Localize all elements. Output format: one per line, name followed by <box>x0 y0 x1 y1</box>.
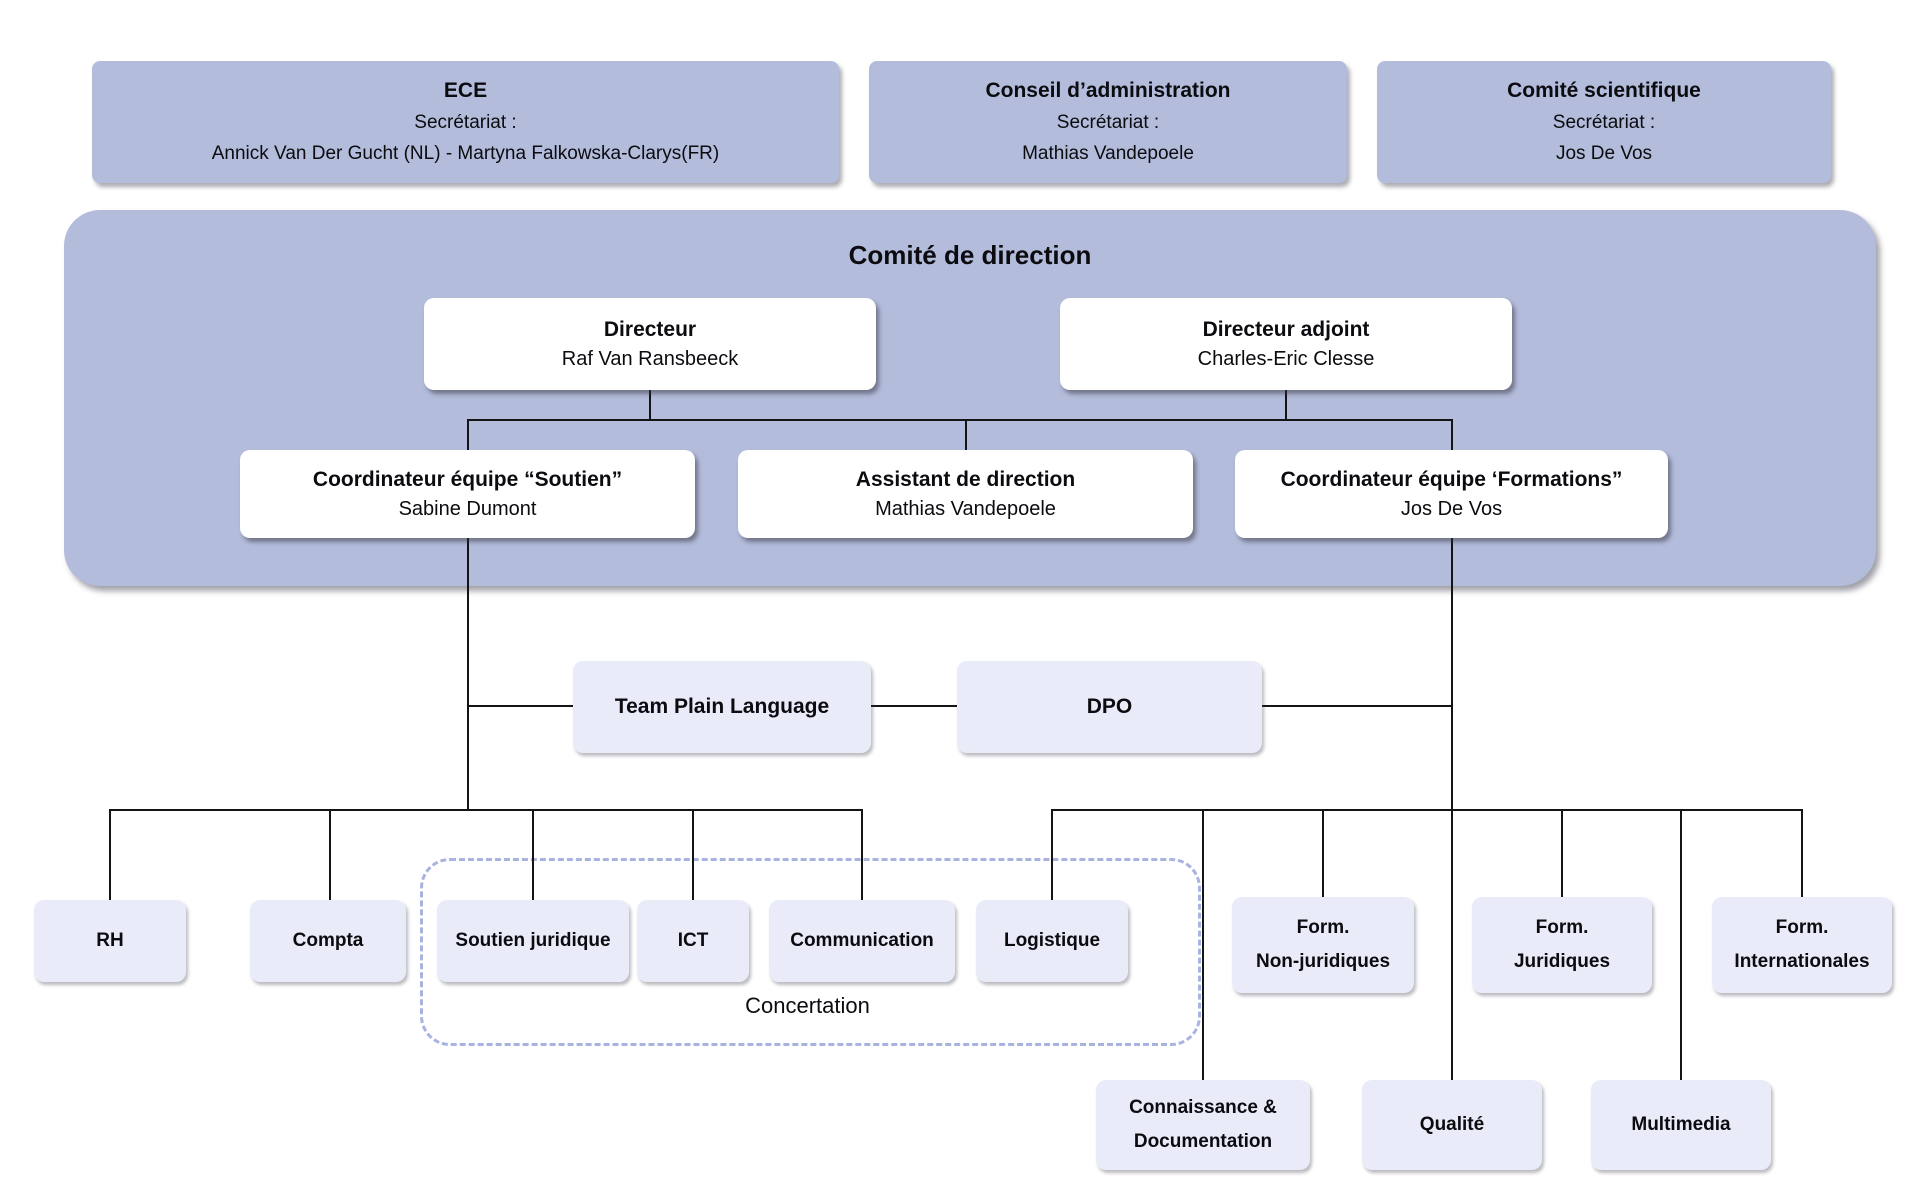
node-soutien-juridique: Soutien juridique <box>437 900 629 982</box>
node-ict: ICT <box>637 900 749 982</box>
connector-line <box>109 809 111 901</box>
connector-line <box>692 809 694 901</box>
connector-line <box>467 419 1453 421</box>
node-form-non-juridiques: Form. Non-juridiques <box>1232 897 1414 993</box>
node-dpo: DPO <box>957 661 1262 753</box>
connector-line <box>109 809 863 811</box>
node-person: Sabine Dumont <box>398 497 537 520</box>
node-label-line2: Documentation <box>1133 1131 1273 1152</box>
node-names: Mathias Vandepoele <box>1022 143 1194 164</box>
node-ece: ECE Secrétariat : Annick Van Der Gucht (… <box>92 61 839 183</box>
connector-line <box>649 390 651 420</box>
connector-line <box>1451 419 1453 451</box>
node-logistique: Logistique <box>976 900 1128 982</box>
node-assistant-direction: Assistant de direction Mathias Vandepoel… <box>738 450 1193 538</box>
connector-line <box>861 809 863 901</box>
node-names: Annick Van Der Gucht (NL) - Martyna Falk… <box>211 143 720 164</box>
connector-line <box>1451 809 1453 1081</box>
concertation-label: Concertation <box>745 993 870 1018</box>
node-compta: Compta <box>250 900 406 982</box>
connector-line <box>1322 809 1324 898</box>
node-directeur: Directeur Raf Van Ransbeeck <box>424 298 876 390</box>
connector-line <box>467 538 469 811</box>
node-title: ECE <box>443 79 488 102</box>
node-person: Mathias Vandepoele <box>875 497 1056 520</box>
node-role: Directeur <box>603 317 697 341</box>
connector-line <box>1202 809 1204 1081</box>
node-person: Jos De Vos <box>1400 497 1503 520</box>
node-subtitle: Secrétariat : <box>1056 112 1160 133</box>
node-conseil-administration: Conseil d’administration Secrétariat : M… <box>869 61 1347 183</box>
node-label-line2: Non-juridiques <box>1255 951 1391 972</box>
node-form-internationales: Form. Internationales <box>1712 897 1892 993</box>
node-form-juridiques: Form. Juridiques <box>1472 897 1652 993</box>
node-title: Conseil d’administration <box>985 79 1231 102</box>
node-names: Jos De Vos <box>1555 143 1653 164</box>
connector-line <box>1801 809 1803 898</box>
node-directeur-adjoint: Directeur adjoint Charles-Eric Clesse <box>1060 298 1512 390</box>
connector-line <box>1051 809 1053 901</box>
connector-line <box>1680 809 1682 1081</box>
connector-line <box>329 809 331 901</box>
node-person: Raf Van Ransbeeck <box>561 347 739 370</box>
node-label-line1: Form. <box>1535 916 1589 938</box>
connector-line <box>1285 390 1287 420</box>
connector-line <box>467 705 573 707</box>
node-rh: RH <box>34 900 186 982</box>
node-role: Directeur adjoint <box>1202 317 1370 341</box>
node-qualite: Qualité <box>1362 1080 1542 1170</box>
node-subtitle: Secrétariat : <box>414 112 517 133</box>
node-team-plain-language: Team Plain Language <box>573 661 871 753</box>
connector-line <box>1561 809 1563 898</box>
connector-line <box>965 419 967 451</box>
connector-line <box>532 809 534 901</box>
connector-line <box>1451 538 1453 811</box>
connector-line <box>1051 809 1803 811</box>
node-label-line2: Juridiques <box>1513 951 1611 972</box>
node-label-line1: Form. <box>1296 916 1350 938</box>
node-person: Charles-Eric Clesse <box>1197 347 1375 370</box>
node-role: Assistant de direction <box>855 467 1076 491</box>
node-subtitle: Secrétariat : <box>1552 112 1656 133</box>
node-coordinateur-formations: Coordinateur équipe ‘Formations” Jos De … <box>1235 450 1668 538</box>
node-role: Coordinateur équipe “Soutien” <box>312 467 623 491</box>
concertation-region <box>420 858 1201 1046</box>
node-connaissance-documentation: Connaissance & Documentation <box>1096 1080 1310 1170</box>
node-coordinateur-soutien: Coordinateur équipe “Soutien” Sabine Dum… <box>240 450 695 538</box>
node-multimedia: Multimedia <box>1591 1080 1771 1170</box>
connector-line <box>871 705 957 707</box>
connector-line <box>1262 705 1452 707</box>
node-title: Comité scientifique <box>1507 79 1701 102</box>
node-label-line2: Internationales <box>1734 951 1870 972</box>
node-communication: Communication <box>769 900 955 982</box>
node-label-line1: Connaissance & <box>1129 1096 1277 1118</box>
node-comite-scientifique: Comité scientifique Secrétariat : Jos De… <box>1377 61 1831 183</box>
node-label-line1: Form. <box>1775 916 1829 938</box>
connector-line <box>467 419 469 451</box>
node-role: Coordinateur équipe ‘Formations” <box>1280 467 1623 491</box>
direction-committee-title: Comité de direction <box>848 240 1092 270</box>
